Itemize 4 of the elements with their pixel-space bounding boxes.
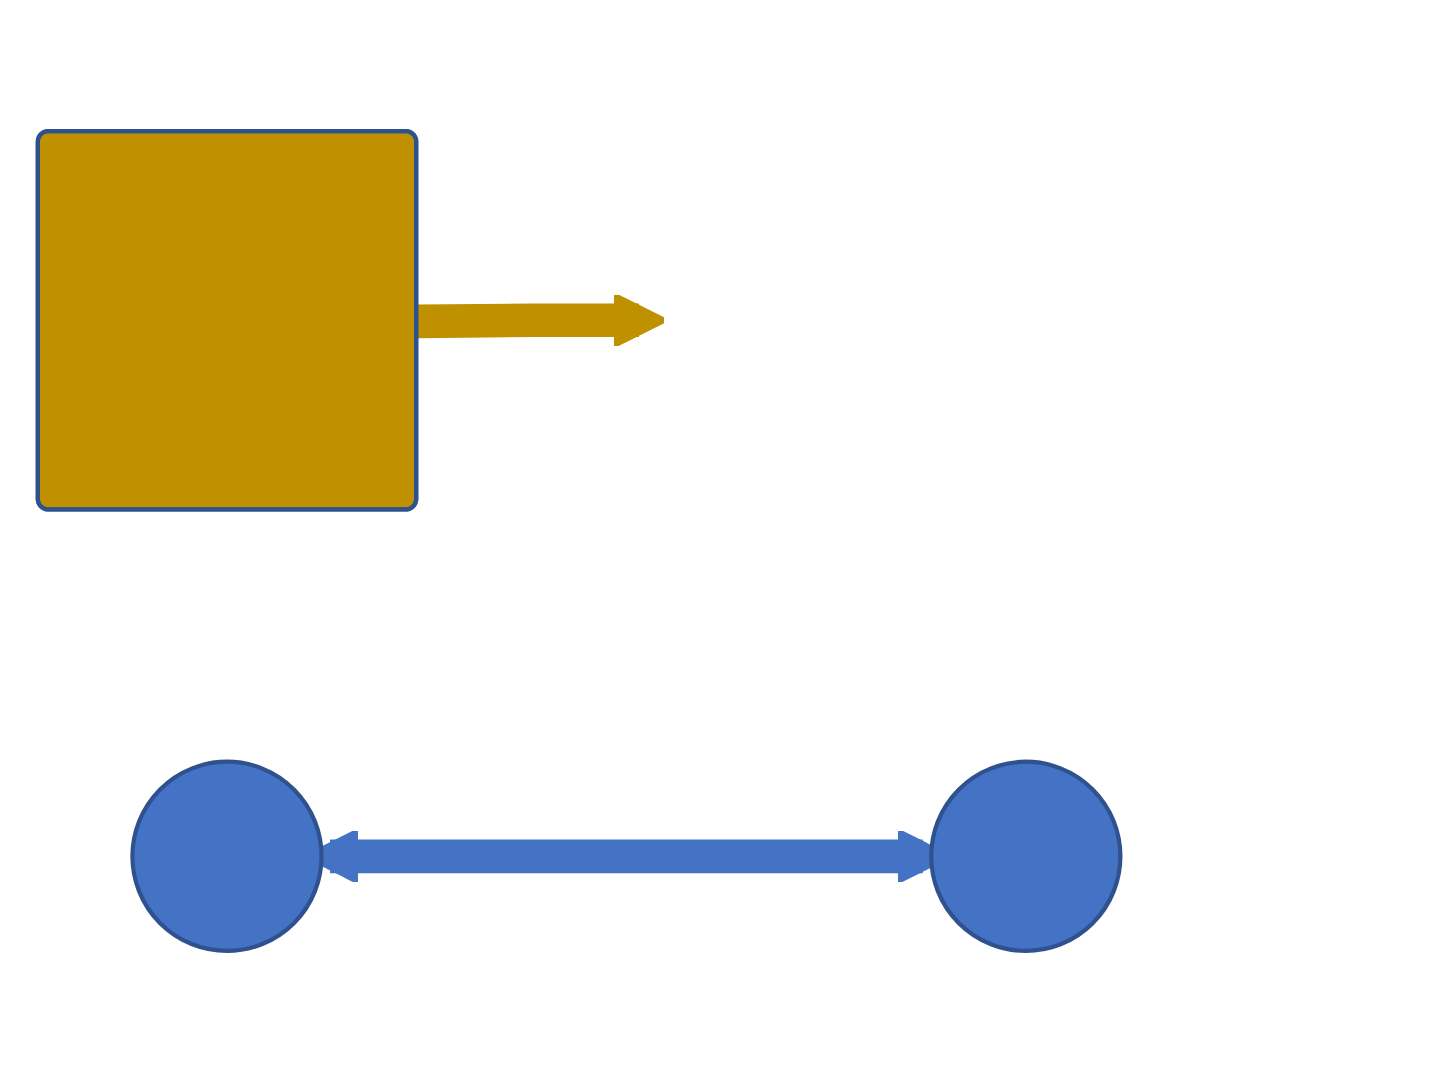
arrow: [416, 292, 667, 348]
circle-node: [129, 759, 324, 953]
rounded-box: [35, 128, 418, 512]
circle-node: [928, 759, 1122, 953]
